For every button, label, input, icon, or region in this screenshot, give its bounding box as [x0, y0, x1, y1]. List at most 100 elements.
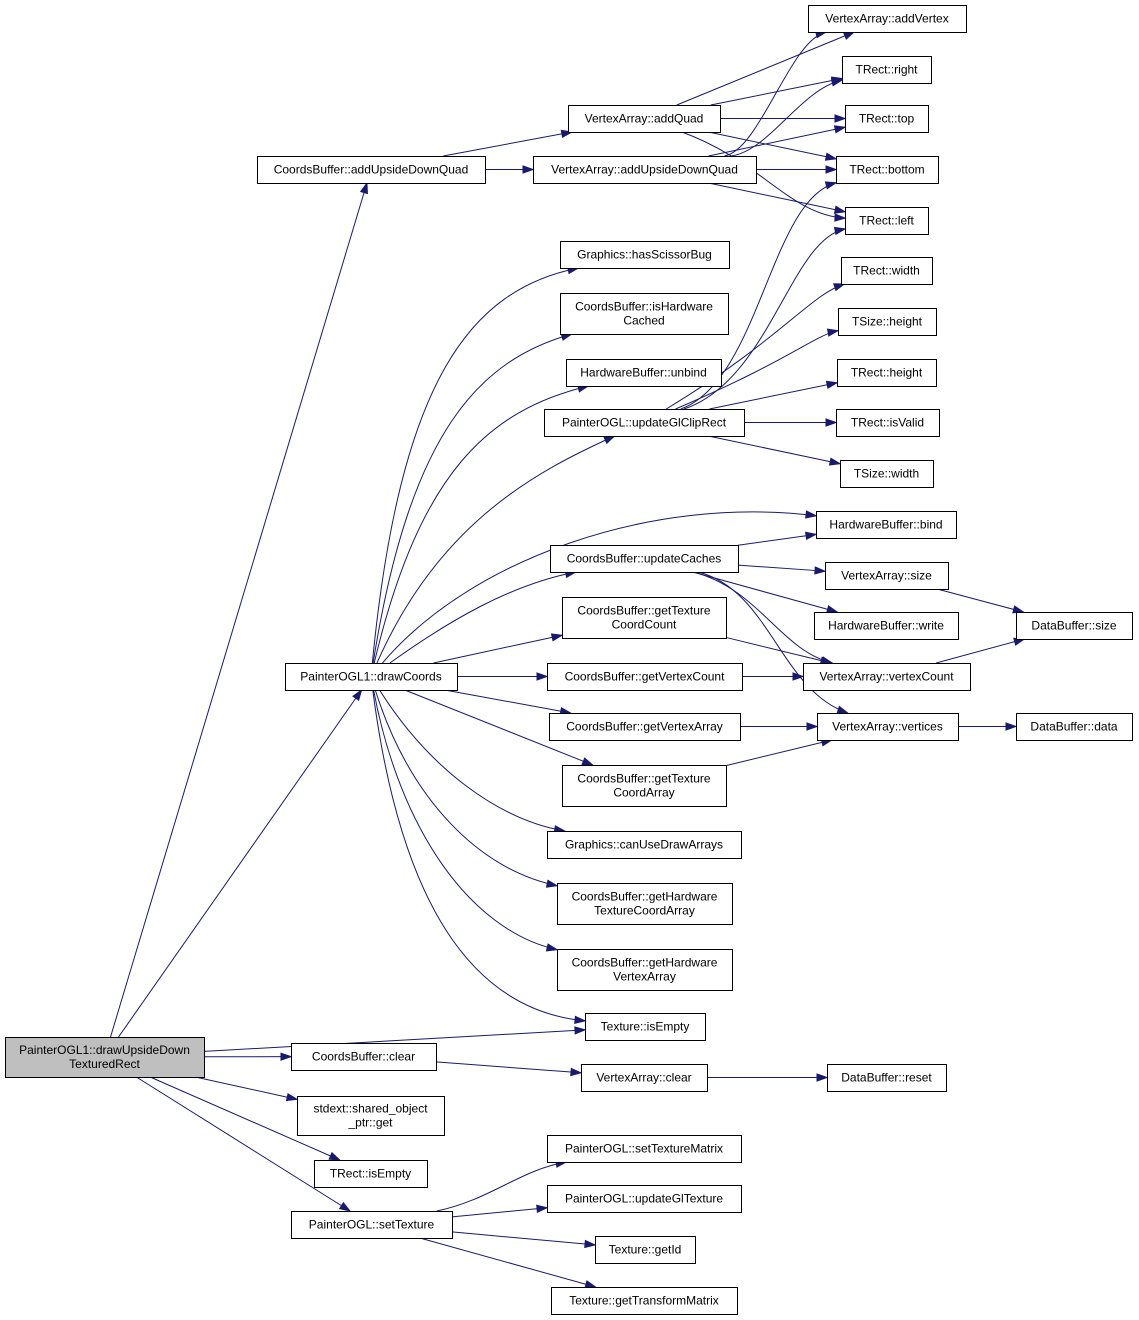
- node-va_addQuad[interactable]: VertexArray::addQuad: [568, 105, 721, 133]
- node-po_setTexture[interactable]: PainterOGL::setTexture: [291, 1211, 453, 1239]
- node-db_data[interactable]: DataBuffer::data: [1016, 713, 1133, 741]
- node-cb_addUDQ[interactable]: CoordsBuffer::addUpsideDownQuad: [257, 156, 486, 184]
- node-label: CoordsBuffer::isHardware: [575, 300, 713, 314]
- edge-po_setTexture-to-po_setTexMatrix: [436, 1161, 567, 1212]
- edge-root-to-po1_drawCoords: [118, 689, 362, 1038]
- edge-cb_clear-to-va_clear: [435, 1061, 582, 1074]
- node-tex_isEmpty[interactable]: Texture::isEmpty: [585, 1013, 706, 1041]
- edge-po1_drawCoords-to-cb_getHWTexCoordArray: [374, 689, 558, 887]
- arrowhead-cb_updateCaches-to-va_size: [814, 566, 827, 575]
- node-label: PainterOGL::updateGlTexture: [565, 1192, 723, 1206]
- node-tex_getId[interactable]: Texture::getId: [595, 1236, 696, 1264]
- node-label: Texture::getTransformMatrix: [569, 1294, 719, 1308]
- node-va_vertices[interactable]: VertexArray::vertices: [817, 713, 959, 741]
- node-label: Texture::isEmpty: [601, 1020, 690, 1034]
- node-label: VertexArray::size: [841, 569, 932, 583]
- node-box: [291, 1211, 453, 1239]
- node-label: CoordsBuffer::getVertexCount: [565, 670, 726, 684]
- edge-po1_drawCoords-to-cb_getHWVertexArray: [373, 689, 558, 951]
- arrowhead-cb_clear-to-va_clear: [570, 1067, 583, 1077]
- node-va_size[interactable]: VertexArray::size: [825, 562, 949, 590]
- edge-va_addQuad-to-trect_bottom: [708, 131, 837, 160]
- node-trect_height[interactable]: TRect::height: [837, 359, 937, 387]
- node-va_clear[interactable]: VertexArray::clear: [581, 1064, 708, 1092]
- arrowhead-va_vertices-to-db_data: [1005, 722, 1018, 731]
- node-cb_getVertexArray[interactable]: CoordsBuffer::getVertexArray: [549, 713, 741, 741]
- node-box: [841, 257, 933, 285]
- node-label: PainterOGL::updateGlClipRect: [562, 416, 727, 430]
- edge-po_setTexture-to-tex_getId: [451, 1231, 596, 1246]
- node-box: [562, 597, 727, 639]
- node-db_size[interactable]: DataBuffer::size: [1016, 612, 1133, 640]
- node-label: TSize::width: [854, 467, 919, 481]
- node-sop_get[interactable]: stdext::shared_object_ptr::get: [297, 1096, 445, 1136]
- node-va_addVertex[interactable]: VertexArray::addVertex: [808, 5, 967, 33]
- node-box: [842, 56, 932, 84]
- node-po1_drawCoords[interactable]: PainterOGL1::drawCoords: [285, 663, 458, 691]
- node-cb_getVertexCount[interactable]: CoordsBuffer::getVertexCount: [547, 663, 743, 691]
- node-box: [257, 156, 486, 184]
- node-hb_unbind[interactable]: HardwareBuffer::unbind: [566, 359, 722, 387]
- node-hb_bind[interactable]: HardwareBuffer::bind: [816, 511, 957, 539]
- node-trect_isEmpty[interactable]: TRect::isEmpty: [314, 1160, 428, 1188]
- node-po_updateClip[interactable]: PainterOGL::updateGlClipRect: [544, 409, 745, 437]
- edge-va_addUDQ-to-trect_right: [731, 79, 843, 157]
- arrowhead-po_updateClip-to-trect_height: [825, 380, 839, 389]
- node-box: [840, 460, 934, 488]
- node-box: [285, 663, 458, 691]
- arrowhead-root-to-cb_clear: [280, 1052, 293, 1061]
- node-tex_getTransformMatrix[interactable]: Texture::getTransformMatrix: [551, 1287, 738, 1315]
- node-g_canUseDrawArrays[interactable]: Graphics::canUseDrawArrays: [547, 831, 742, 859]
- node-trect_bottom[interactable]: TRect::bottom: [836, 156, 939, 184]
- arrowhead-po1_drawCoords-to-hb_bind: [805, 510, 818, 519]
- arrowhead-po1_drawCoords-to-cb_getTexCoordCount: [550, 633, 564, 642]
- node-hb_write[interactable]: HardwareBuffer::write: [814, 612, 959, 640]
- node-box: [560, 241, 730, 269]
- node-va_vertexCount[interactable]: VertexArray::vertexCount: [803, 663, 971, 691]
- node-box: [585, 1013, 706, 1041]
- node-trect_top[interactable]: TRect::top: [845, 105, 929, 133]
- edge-po1_drawCoords-to-tex_isEmpty: [372, 689, 586, 1022]
- arrowhead-po1_drawCoords-to-cb_getHWVertexArray: [545, 943, 559, 952]
- node-tsize_width[interactable]: TSize::width: [840, 460, 934, 488]
- node-db_reset[interactable]: DataBuffer::reset: [827, 1064, 947, 1092]
- node-po_updateGlTexture[interactable]: PainterOGL::updateGlTexture: [547, 1185, 742, 1213]
- node-label: CoordsBuffer::getHardware: [572, 890, 718, 904]
- node-g_hasScissor[interactable]: Graphics::hasScissorBug: [560, 241, 730, 269]
- node-tsize_height[interactable]: TSize::height: [838, 308, 937, 336]
- arrowhead-po1_drawCoords-to-po_updateClip: [603, 435, 616, 445]
- node-box: [533, 156, 757, 184]
- node-trect_left[interactable]: TRect::left: [845, 207, 929, 235]
- node-label: DataBuffer::size: [1031, 619, 1116, 633]
- node-va_addUDQ[interactable]: VertexArray::addUpsideDownQuad: [533, 156, 757, 184]
- arrowhead-root-to-po1_drawCoords: [352, 688, 363, 702]
- arrowhead-va_addQuad-to-trect_bottom: [824, 152, 838, 161]
- edge-va_addQuad-to-trect_left: [681, 131, 846, 219]
- node-cb_getHWTexCoordArray[interactable]: CoordsBuffer::getHardwareTextureCoordArr…: [557, 883, 733, 925]
- node-trect_isValid[interactable]: TRect::isValid: [836, 409, 940, 437]
- node-label: VertexArray::addUpsideDownQuad: [551, 163, 738, 177]
- node-trect_width[interactable]: TRect::width: [841, 257, 933, 285]
- edge-cb_updateCaches-to-va_vertices: [697, 571, 848, 714]
- node-cb_clear[interactable]: CoordsBuffer::clear: [291, 1043, 437, 1071]
- node-label: TextureCoordArray: [594, 904, 695, 918]
- node-po_setTexMatrix[interactable]: PainterOGL::setTextureMatrix: [547, 1135, 742, 1163]
- node-label: TexturedRect: [69, 1057, 140, 1071]
- node-label: CoordsBuffer::getHardware: [572, 956, 718, 970]
- arrowhead-root-to-cb_addUDQ: [359, 181, 368, 195]
- node-cb_updateCaches[interactable]: CoordsBuffer::updateCaches: [550, 545, 739, 573]
- node-trect_right[interactable]: TRect::right: [842, 56, 932, 84]
- arrowhead-root-to-tex_isEmpty: [574, 1026, 587, 1035]
- node-box: [557, 883, 733, 925]
- arrowhead-va_clear-to-db_reset: [816, 1073, 829, 1082]
- node-label: TRect::left: [859, 214, 914, 228]
- arrowhead-cb_updateCaches-to-hb_bind: [805, 531, 818, 540]
- arrowhead-cb_updateCaches-to-hb_write: [825, 605, 839, 614]
